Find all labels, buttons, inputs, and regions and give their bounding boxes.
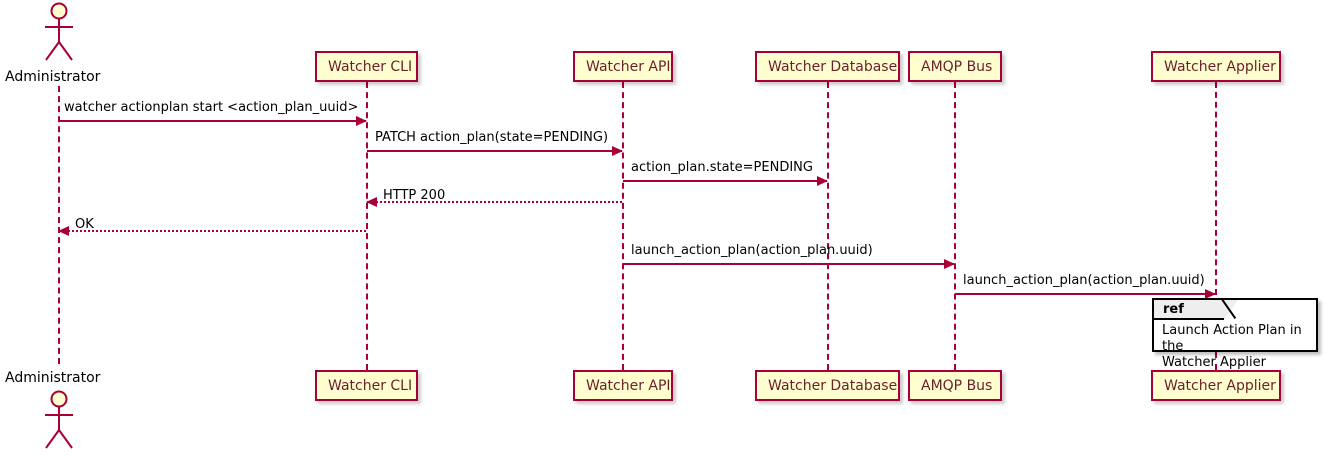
- message-arrow-m4: [366, 197, 622, 207]
- message-arrow-m6: [623, 259, 955, 269]
- arrowhead-icon: [944, 259, 955, 269]
- actor-label-administrator-bottom: Administrator: [5, 370, 101, 386]
- participant-box-amqp-bus-top[interactable]: AMQP Bus: [908, 51, 1002, 82]
- participant-box-watcher-api-bottom[interactable]: Watcher API: [573, 370, 673, 401]
- message-label-m5: OK: [75, 217, 94, 232]
- message-arrow-m5: [58, 226, 366, 236]
- actor-stick-figure-icon: [45, 2, 73, 61]
- message-label-m2: PATCH action_plan(state=PENDING): [375, 130, 609, 145]
- message-label-m4: HTTP 200: [383, 188, 446, 203]
- message-label-m3: action_plan.state=PENDING: [631, 160, 813, 175]
- arrowhead-icon: [1205, 289, 1216, 299]
- actor-label-administrator-top: Administrator: [5, 69, 101, 85]
- lifeline-watcher-database: [827, 82, 829, 370]
- participant-box-watcher-applier-bottom[interactable]: Watcher Applier: [1151, 370, 1281, 401]
- arrowhead-icon: [817, 176, 828, 186]
- participant-box-amqp-bus-bottom[interactable]: AMQP Bus: [908, 370, 1002, 401]
- lifeline-watcher-api: [622, 82, 624, 370]
- participant-box-watcher-cli-bottom[interactable]: Watcher CLI: [315, 370, 418, 401]
- ref-fragment-tab-label: ref: [1163, 302, 1184, 317]
- avatar-administrator-bottom: [38, 390, 80, 456]
- ref-fragment-tab: ref: [1154, 300, 1238, 320]
- message-label-m7: launch_action_plan(action_plan.uuid): [963, 273, 1205, 288]
- message-label-m1: watcher actionplan start <action_plan_uu…: [64, 100, 359, 115]
- ref-fragment-body: Launch Action Plan in the Watcher Applie…: [1154, 320, 1316, 375]
- participant-box-watcher-database-bottom[interactable]: Watcher Database: [755, 370, 900, 401]
- lifeline-watcher-applier-lower: [1215, 352, 1217, 370]
- message-arrow-m1: [59, 116, 367, 126]
- lifeline-watcher-applier: [1215, 82, 1217, 295]
- ref-fragment-line-1: Launch Action Plan in the: [1162, 323, 1302, 354]
- message-arrow-m7: [955, 289, 1216, 299]
- avatar-administrator-top: [38, 2, 80, 68]
- participant-box-watcher-api-top[interactable]: Watcher API: [573, 51, 673, 82]
- message-label-m6: launch_action_plan(action_plan.uuid): [631, 243, 873, 258]
- ref-fragment[interactable]: ref Launch Action Plan in the Watcher Ap…: [1152, 298, 1318, 370]
- message-arrow-m2: [367, 146, 623, 156]
- participant-box-watcher-applier-top[interactable]: Watcher Applier: [1151, 51, 1281, 82]
- participant-box-watcher-cli-top[interactable]: Watcher CLI: [315, 51, 418, 82]
- arrowhead-icon: [58, 226, 69, 236]
- message-arrow-m3: [623, 176, 828, 186]
- arrowhead-icon: [612, 146, 623, 156]
- ref-fragment-tab-corner-icon: [1224, 300, 1238, 320]
- actor-stick-figure-icon: [45, 390, 73, 449]
- lifeline-watcher-cli: [366, 82, 368, 370]
- lifeline-amqp-bus: [954, 82, 956, 370]
- arrowhead-icon: [356, 116, 367, 126]
- arrowhead-icon: [366, 197, 377, 207]
- lifeline-administrator: [58, 86, 60, 364]
- participant-box-watcher-database-top[interactable]: Watcher Database: [755, 51, 900, 82]
- ref-fragment-line-2: Watcher Applier: [1162, 355, 1266, 370]
